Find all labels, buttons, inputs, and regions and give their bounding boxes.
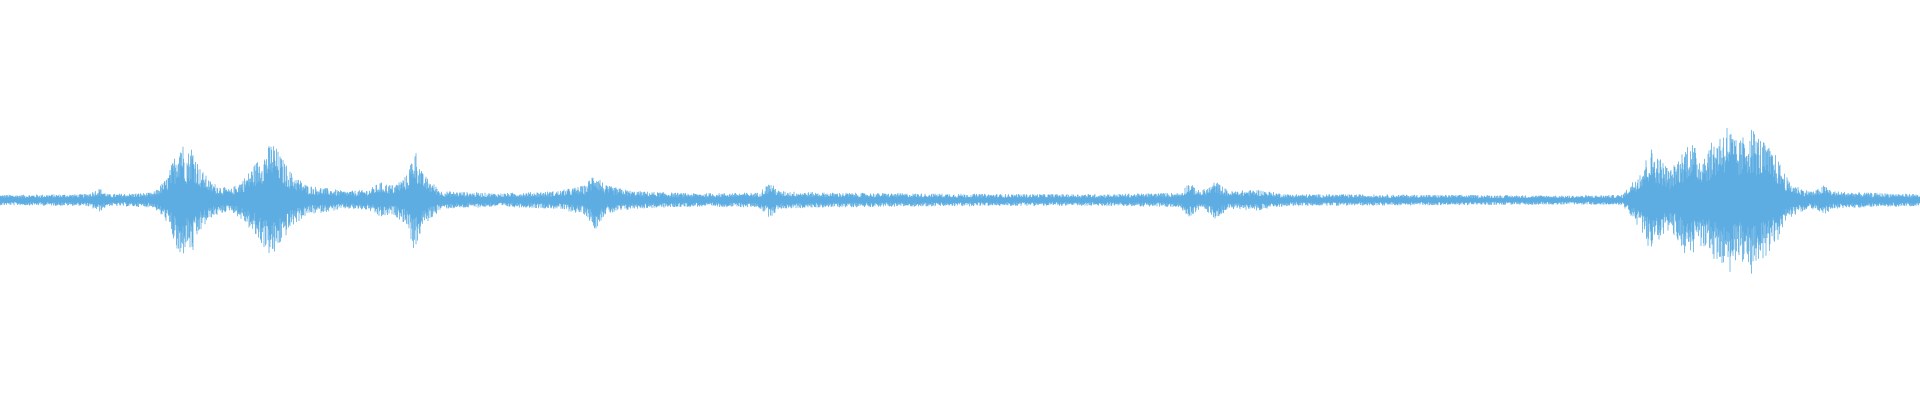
waveform-bars <box>0 128 1920 274</box>
